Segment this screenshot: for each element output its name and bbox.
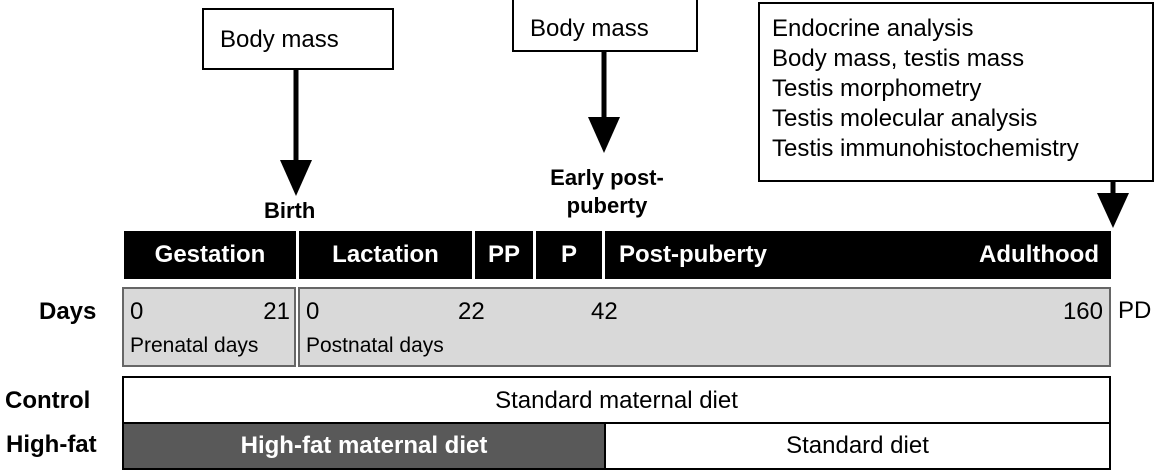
early-post-puberty-label: Early post- puberty [538, 164, 676, 220]
arrow-birth [280, 70, 312, 196]
postnatal-day-start: 0 [306, 298, 320, 325]
early-post-puberty-line1: Early post- [550, 165, 664, 190]
high-fat-diet: High-fat maternal diet [122, 422, 606, 470]
phase-gestation: Gestation [124, 231, 296, 279]
prenatal-caption: Prenatal days [130, 334, 259, 357]
prenatal-day-end: 21 [263, 298, 290, 325]
postnatal-day-160: 160 [1062, 298, 1103, 325]
phase-pp: PP [475, 231, 533, 279]
phase-p: P [536, 231, 602, 279]
arrow-adulthood [1097, 182, 1129, 228]
days-label: Days [39, 298, 97, 325]
control-label: Control [5, 387, 91, 414]
control-diet: Standard maternal diet [122, 376, 1111, 426]
standard-diet: Standard diet [604, 422, 1111, 470]
postnatal-day-42: 42 [591, 298, 618, 325]
analysis-item: Testis immunohistochemistry [772, 135, 1079, 162]
annotation-box-adulthood: Endocrine analysis Body mass, testis mas… [758, 2, 1154, 182]
early-post-puberty-line2: puberty [566, 193, 648, 218]
days-unit: PD [1118, 297, 1152, 324]
birth-label: Birth [264, 198, 316, 223]
postnatal-timeline: 0 22 42 160 Postnatal days [298, 287, 1111, 367]
prenatal-day-start: 0 [130, 298, 144, 325]
postnatal-day-22: 22 [458, 298, 485, 325]
analysis-item: Body mass, testis mass [772, 45, 1025, 72]
phase-post-puberty: Post-puberty [619, 241, 768, 268]
high-fat-label: High-fat [6, 431, 97, 458]
postnatal-caption: Postnatal days [306, 334, 444, 357]
analysis-item: Testis morphometry [772, 75, 982, 102]
analysis-item: Endocrine analysis [772, 15, 974, 42]
annotation-text: Body mass [530, 15, 649, 42]
prenatal-timeline: 0 21 Prenatal days [122, 287, 296, 367]
annotation-text: Body mass [220, 26, 339, 53]
annotation-box-early-post-puberty: Body mass [512, 0, 698, 52]
arrow-early-post-puberty [588, 52, 620, 153]
phase-lactation: Lactation [299, 231, 472, 279]
phase-adulthood: Adulthood [979, 241, 1099, 268]
phase-post-puberty-adulthood: Post-puberty Adulthood [605, 231, 1111, 279]
analysis-item: Testis molecular analysis [772, 105, 1038, 132]
annotation-box-birth: Body mass [202, 8, 394, 70]
